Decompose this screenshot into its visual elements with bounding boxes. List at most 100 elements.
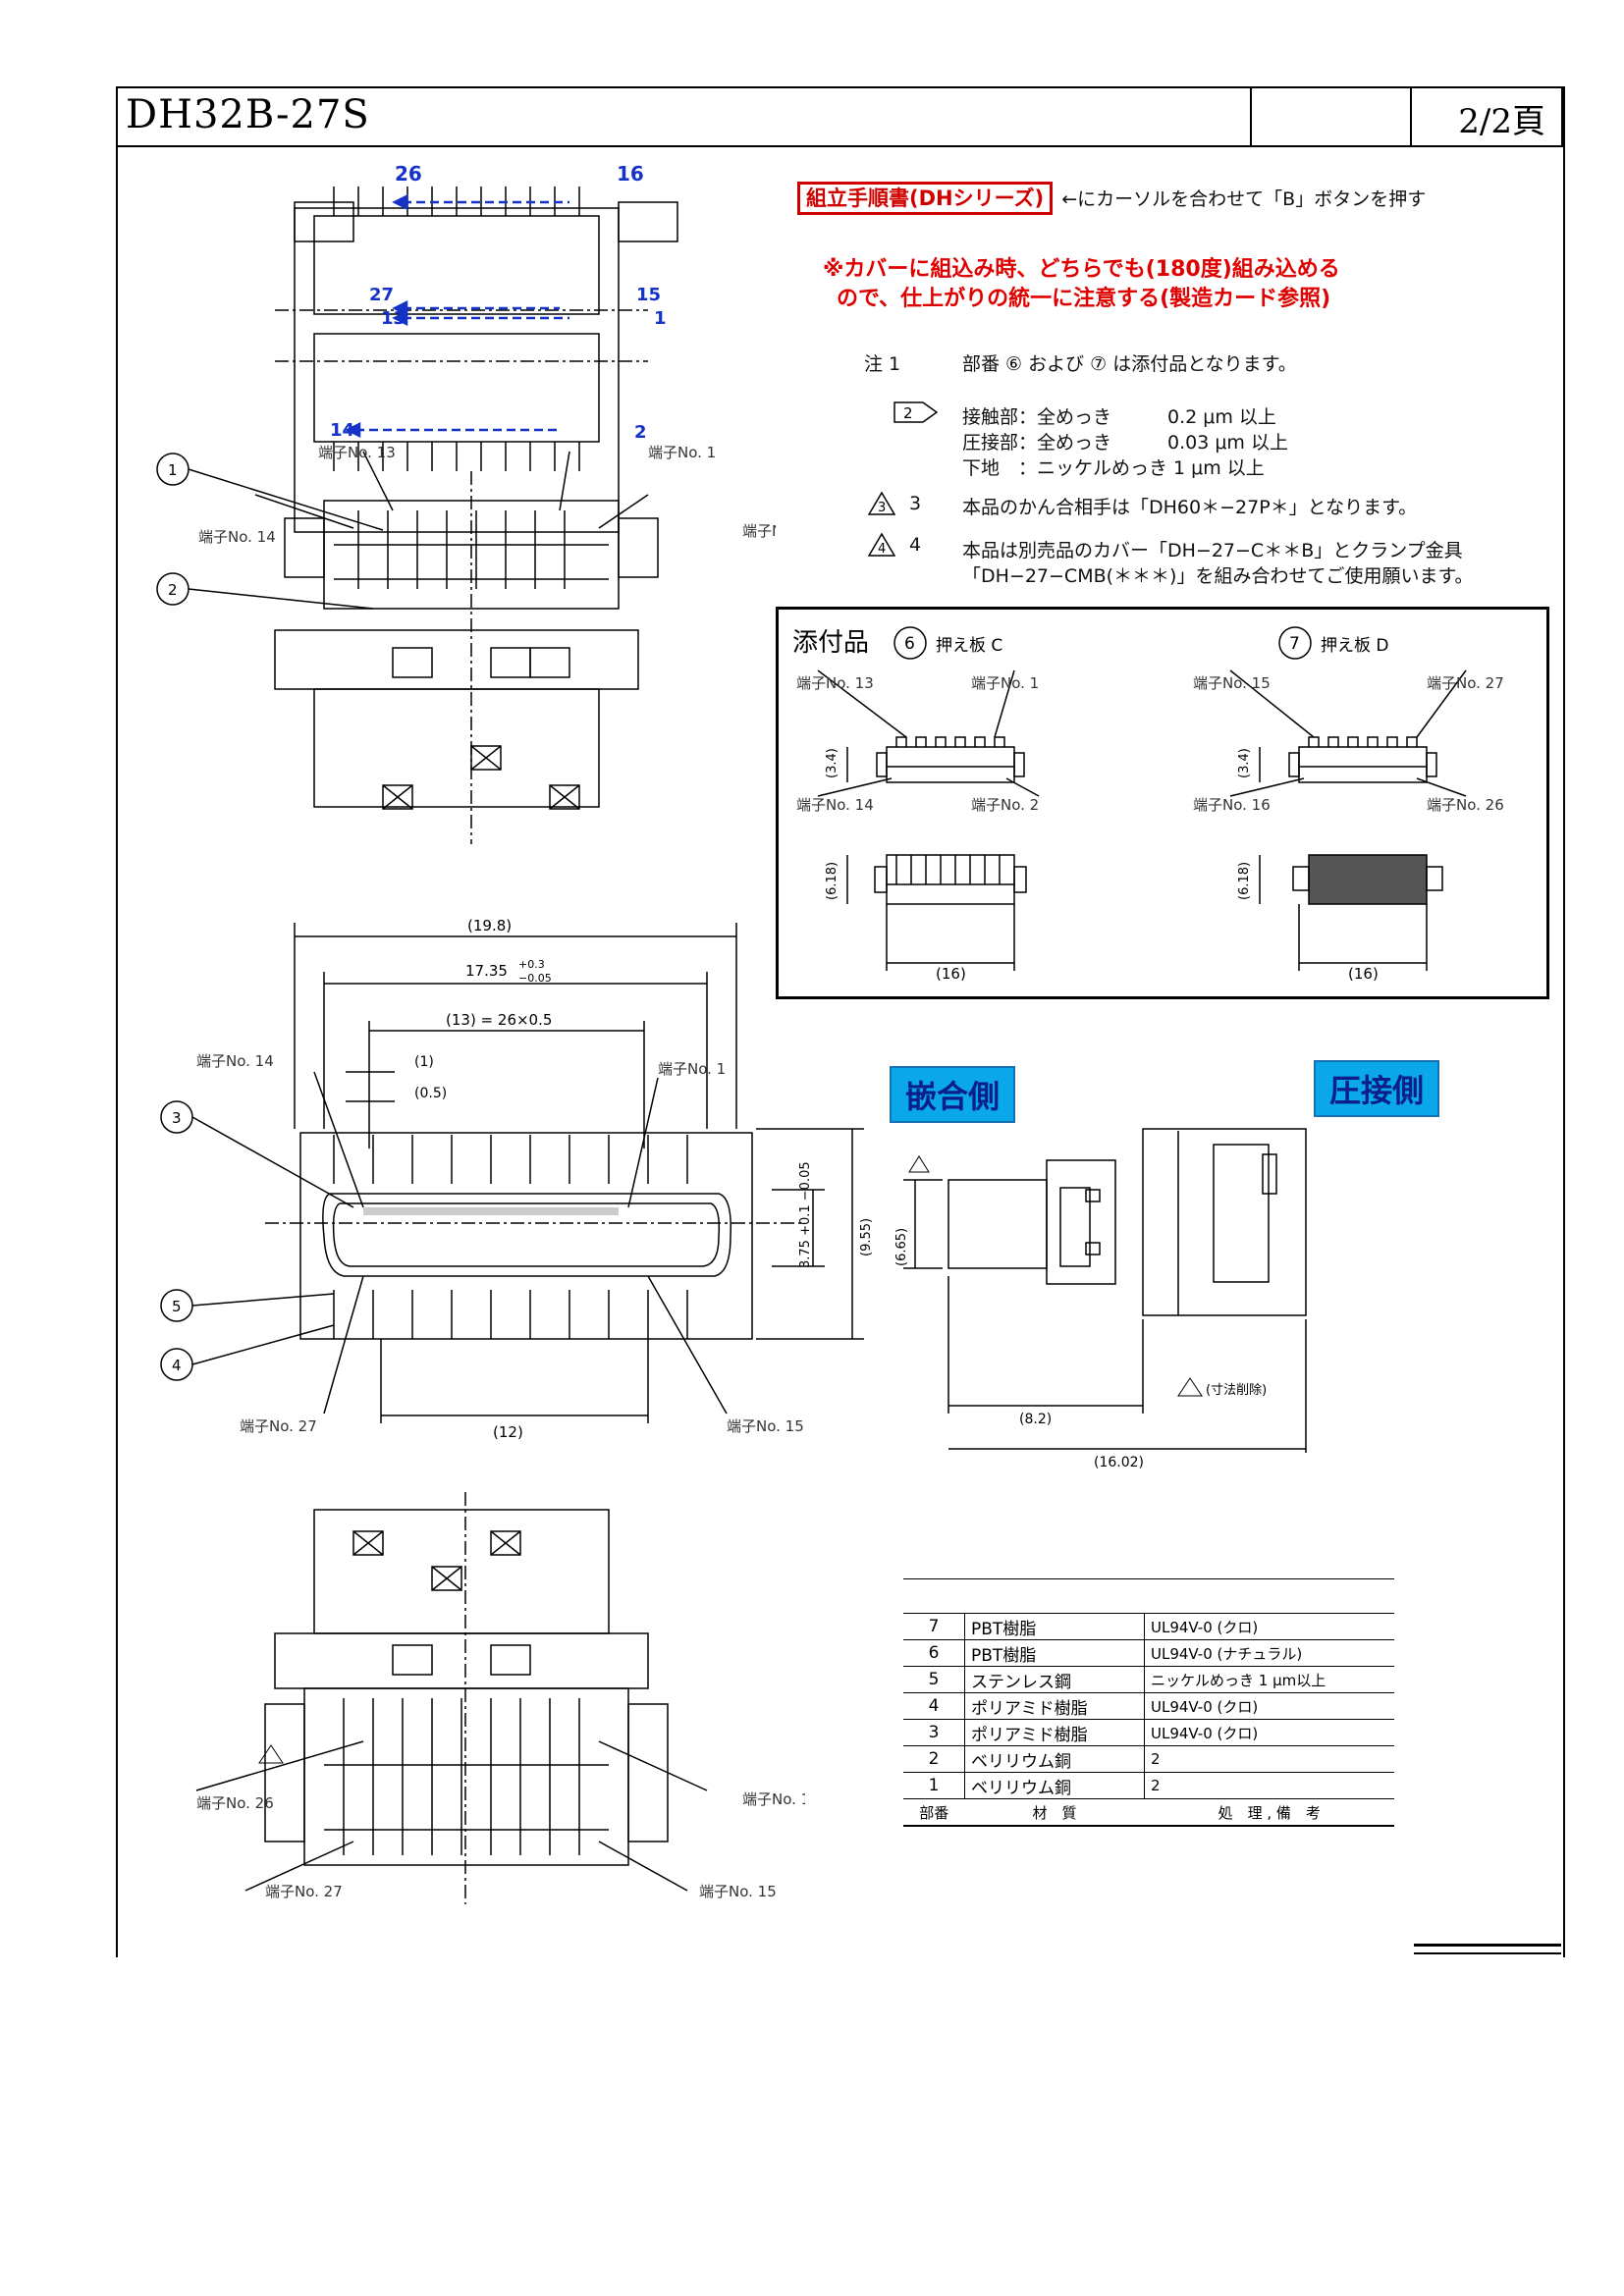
front-label-t1: 端子No. 1 <box>658 1060 726 1078</box>
mating-side-label: 嵌合側 <box>890 1066 1016 1123</box>
note-3-mark: 3 <box>867 491 897 520</box>
assembly-procedure-link-row: 組立手順書(DHシリーズ) ←にカーソルを合わせて「B」ボタンを押す <box>797 182 1426 215</box>
bom-header-row: 部番材 質処 理 , 備 考 <box>903 1798 1394 1827</box>
dim-1602: (16.02) <box>1094 1455 1144 1470</box>
bom-part-no: 7 <box>903 1613 965 1640</box>
assembly-warning-line2: ので、仕上がりの統一に注意する(製造カード参照) <box>837 287 1331 311</box>
bom-part-no: 5 <box>903 1666 965 1693</box>
svg-text:2: 2 <box>903 404 913 422</box>
bom-treatment: UL94V-0 (ナチュラル) <box>1144 1639 1394 1667</box>
dim-height-outer: (9.55) <box>859 1218 874 1256</box>
dim-overall-width: (19.8) <box>467 917 512 934</box>
pin-label-27: 27 <box>369 285 394 305</box>
bom-treatment: UL94V-0 (クロ) <box>1144 1692 1394 1720</box>
bom-material: ポリアミド樹脂 <box>964 1692 1145 1720</box>
plate-d-label-t16: 端子No. 16 <box>1193 796 1271 814</box>
svg-text:4: 4 <box>878 542 886 557</box>
plate-c-label-t2: 端子No. 2 <box>971 796 1039 814</box>
dim-pitch-total: (13) = 26×0.5 <box>446 1011 552 1029</box>
crimp-side-label: 圧接側 <box>1314 1060 1440 1117</box>
pin-label-16: 16 <box>617 162 644 186</box>
note-2-line3: 下地 ：ニッケルめっき 1 μm 以上 <box>962 457 1265 479</box>
bom-treatment: 2 <box>1144 1772 1394 1799</box>
note-4-digit: 4 <box>909 534 922 556</box>
front-label-t27: 端子No. 27 <box>240 1417 317 1435</box>
plate-c-label-t14: 端子No. 14 <box>796 796 874 814</box>
bom-header-note: 処 理 , 備 考 <box>1144 1798 1394 1827</box>
assembly-procedure-link[interactable]: 組立手順書(DHシリーズ) <box>797 182 1054 215</box>
bom-treatment: UL94V-0 (クロ) <box>1144 1719 1394 1746</box>
bom-material: ステンレス鋼 <box>964 1666 1145 1693</box>
plate-c-dim-height: (3.4) <box>825 748 839 778</box>
bom-material: PBT樹脂 <box>964 1639 1145 1667</box>
note-1-label: 注 1 <box>864 353 901 375</box>
title-cell-divider <box>1250 88 1252 145</box>
plate-c-dim-height-front: (6.18) <box>825 862 839 900</box>
dim-deleted-note: (寸法削除) <box>1206 1383 1267 1398</box>
bom-header-no: 部番 <box>903 1798 965 1827</box>
page-number: 2/2頁 <box>1458 102 1545 141</box>
bom-part-no: 6 <box>903 1639 965 1667</box>
title-cell-divider <box>1410 88 1412 145</box>
front-view-drawing: (19.8) 17.35 +0.3 −0.05 (13) = 26×0.5 (1… <box>160 917 874 1441</box>
dim-1: (1) <box>414 1054 434 1070</box>
item-6-number: 6 <box>904 634 915 654</box>
pin-label-2: 2 <box>634 422 647 443</box>
note-2-line1: 接触部：全めっき 0.2 μm 以上 <box>962 406 1276 428</box>
plate-d-label-t15: 端子No. 15 <box>1193 674 1271 692</box>
item-7-number: 7 <box>1289 634 1300 654</box>
flag-icon: 2 <box>893 401 939 423</box>
bom-treatment: 2 <box>1144 1745 1394 1773</box>
front-label-t14: 端子No. 14 <box>196 1052 274 1070</box>
note-4-mark: 4 <box>867 532 897 561</box>
bom-blank-row <box>903 1578 1394 1614</box>
accessory-drawing: 添付品 6 押え板 C 7 押え板 D 端子No. 13 端子No. 1 端子N… <box>792 626 1504 983</box>
note-2-line2: 圧接部：全めっき 0.03 μm 以上 <box>962 432 1288 454</box>
bom-material: ポリアミド樹脂 <box>964 1719 1145 1746</box>
bottom-label-t16: 端子No. 16 <box>742 1790 805 1808</box>
callout-2: 2 <box>168 581 178 599</box>
accessory-panel: 添付品 6 押え板 C 7 押え板 D 端子No. 13 端子No. 1 端子N… <box>776 607 1549 999</box>
bom-part-no: 2 <box>903 1745 965 1773</box>
dim-body-tol-minus: −0.05 <box>518 972 552 985</box>
callout-1: 1 <box>168 461 178 479</box>
plate-d-dim-height: (3.4) <box>1237 748 1252 778</box>
dim-82: (8.2) <box>1019 1412 1052 1427</box>
side-view-drawing: (6.65) (8.2) (16.02) (寸法削除) <box>894 1128 1307 1470</box>
dim-05: (0.5) <box>414 1086 447 1101</box>
plate-d-dim-width: (16) <box>1348 965 1379 983</box>
bottom-label-t27: 端子No. 27 <box>265 1883 343 1900</box>
pin-label-14: 14 <box>330 420 354 441</box>
note-2-flag: 2 <box>893 400 939 423</box>
bom-treatment: UL94V-0 (クロ) <box>1144 1613 1394 1640</box>
bom-treatment: ニッケルめっき 1 μm以上 <box>1144 1666 1394 1693</box>
drawing-title: DH32B-27S <box>126 92 370 137</box>
pin-label-26: 26 <box>395 162 422 186</box>
dim-body-tol-plus: +0.3 <box>518 958 545 971</box>
svg-text:3: 3 <box>878 501 886 515</box>
top-view-drawing: 26 16 27 15 13 1 14 2 端子No. 13 端子No. 1 端… <box>156 162 776 844</box>
note-3-text: 本品のかん合相手は「DH60＊−27P＊」となります。 <box>962 497 1418 518</box>
plate-c-label-t13: 端子No. 13 <box>796 674 874 692</box>
plate-d-dim-height-front: (6.18) <box>1237 862 1252 900</box>
top-label-t2: 端子No. 2 <box>742 522 776 540</box>
plate-d-label-t26: 端子No. 26 <box>1427 796 1504 814</box>
bom-part-no: 3 <box>903 1719 965 1746</box>
item-7-name: 押え板 D <box>1321 636 1389 656</box>
plate-c-label-t1: 端子No. 1 <box>971 674 1039 692</box>
pin-label-1: 1 <box>654 308 667 329</box>
accessory-heading: 添付品 <box>792 628 869 658</box>
dim-12: (12) <box>493 1423 523 1441</box>
bom-header-material: 材 質 <box>964 1798 1145 1827</box>
pin-label-15: 15 <box>636 285 661 305</box>
bottom-label-t15: 端子No. 15 <box>699 1883 777 1900</box>
delta-icon: 3 <box>867 491 896 515</box>
